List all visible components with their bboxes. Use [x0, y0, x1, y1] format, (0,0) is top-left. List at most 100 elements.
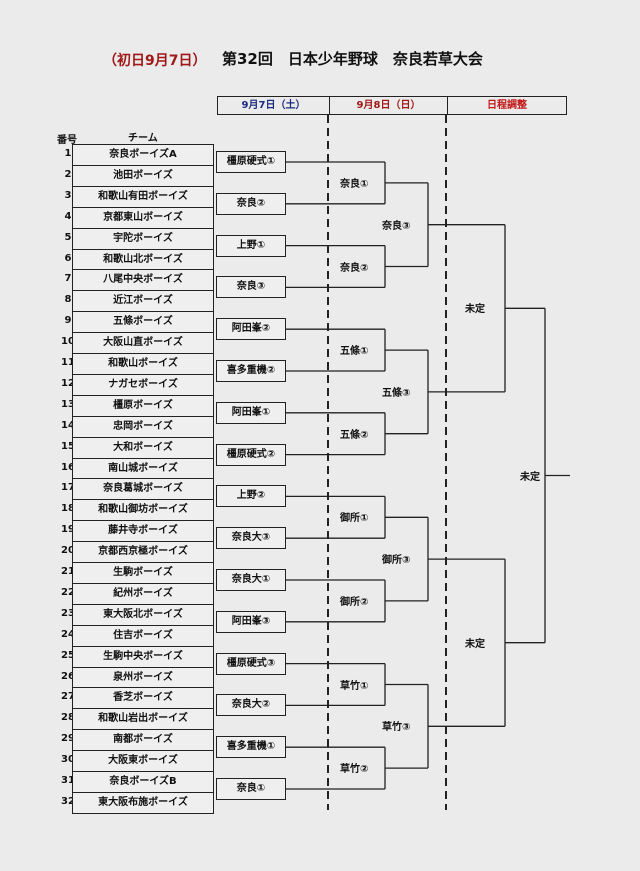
team-number: 17 — [61, 482, 75, 494]
round1-venue: 奈良大② — [216, 694, 286, 717]
round1-venue: 奈良大① — [216, 569, 286, 591]
team-name: 東大阪北ボーイズ — [72, 603, 214, 626]
round2-venue: 奈良② — [340, 262, 369, 274]
team-name: 和歌山岩出ボーイズ — [72, 708, 214, 731]
round1-venue: 上野② — [216, 485, 286, 508]
team-name: 生駒ボーイズ — [72, 562, 214, 584]
team-number: 10 — [61, 336, 75, 348]
team-number: 27 — [61, 691, 75, 703]
team-name: 泉州ボーイズ — [72, 666, 214, 689]
header-adjust: 日程調整 — [487, 100, 527, 111]
team-number: 1 — [64, 148, 72, 159]
team-number: 28 — [61, 712, 75, 724]
round4-venue: 未定 — [465, 638, 485, 650]
team-number: 29 — [61, 733, 75, 745]
team-number: 7 — [64, 273, 72, 285]
round1-venue: 上野① — [216, 234, 286, 257]
number-column-header: 番号 — [57, 135, 77, 146]
team-number: 25 — [61, 649, 75, 661]
team-number: 15 — [61, 440, 75, 452]
round1-venue: 奈良③ — [216, 276, 286, 299]
team-name: 近江ボーイズ — [72, 290, 214, 313]
page-title: 第32回 日本少年野球 奈良若草大会 — [222, 50, 483, 68]
team-name: 和歌山有田ボーイズ — [72, 185, 214, 208]
team-number: 5 — [64, 231, 72, 243]
round1-venue: 喜多重機② — [216, 360, 286, 382]
team-number: 11 — [61, 357, 75, 368]
round1-venue: 奈良① — [216, 778, 286, 800]
team-number: 16 — [61, 461, 75, 473]
first-day-label: （初日9月7日） — [103, 53, 207, 69]
team-number: 2 — [64, 168, 72, 180]
team-name: 大阪山直ボーイズ — [72, 332, 214, 355]
team-number: 22 — [61, 586, 75, 598]
round3-venue: 五條③ — [382, 387, 411, 399]
team-number: 12 — [61, 377, 75, 389]
team-number: 30 — [61, 754, 75, 766]
round2-venue: 御所① — [340, 513, 369, 525]
schedule-header: 9月7日（土） 9月8日（日） 日程調整 — [217, 96, 567, 115]
round4-venue: 未定 — [465, 304, 485, 316]
team-number: 21 — [61, 566, 75, 577]
team-number: 18 — [61, 503, 75, 515]
team-name: 京都東山ボーイズ — [72, 206, 214, 229]
team-number: 32 — [61, 795, 75, 807]
team-number: 4 — [64, 210, 72, 222]
team-name: 南山城ボーイズ — [72, 457, 214, 480]
team-number: 14 — [61, 419, 75, 431]
team-name: 藤井寺ボーイズ — [72, 520, 214, 543]
round3-venue: 草竹③ — [382, 722, 411, 734]
team-name: 忠岡ボーイズ — [72, 415, 214, 438]
team-number: 26 — [61, 670, 75, 682]
team-name: 香芝ボーイズ — [72, 687, 214, 710]
header-day2: 9月8日（日） — [330, 97, 448, 114]
team-number: 24 — [61, 628, 75, 640]
team-name: 橿原ボーイズ — [72, 394, 214, 417]
team-number: 13 — [61, 398, 75, 410]
team-name: 宇陀ボーイズ — [72, 227, 214, 250]
round1-venue: 橿原硬式② — [216, 443, 286, 466]
team-number: 23 — [61, 607, 75, 619]
round1-venue: 奈良② — [216, 192, 286, 215]
team-name: 五條ボーイズ — [72, 311, 214, 334]
team-name: 奈良葛城ボーイズ — [72, 478, 214, 501]
round2-venue: 五條② — [340, 429, 369, 441]
team-name: 生駒中央ボーイズ — [72, 645, 214, 668]
team-name: 和歌山御坊ボーイズ — [72, 499, 214, 522]
round1-venue: 奈良大③ — [216, 527, 286, 550]
round2-venue: 草竹① — [340, 680, 369, 692]
round1-venue: 橿原硬式① — [216, 151, 286, 173]
round2-venue: 草竹② — [340, 764, 369, 776]
round1-venue: 阿田峯① — [216, 401, 286, 424]
team-name: 南都ボーイズ — [72, 729, 214, 752]
round1-venue: 阿田峯② — [216, 318, 286, 341]
team-number: 31 — [61, 775, 75, 786]
team-name: 住吉ボーイズ — [72, 624, 214, 647]
final-venue: 未定 — [520, 471, 540, 483]
round3-venue: 奈良③ — [382, 220, 411, 232]
team-name: 奈良ボーイズA — [72, 144, 214, 166]
team-name: 京都西京極ボーイズ — [72, 541, 214, 564]
round2-venue: 御所② — [340, 596, 369, 608]
round1-venue: 橿原硬式③ — [216, 652, 286, 675]
round3-venue: 御所③ — [382, 555, 411, 567]
team-column-header: チーム — [128, 133, 158, 144]
team-name: 和歌山北ボーイズ — [72, 248, 214, 271]
team-number: 19 — [61, 524, 75, 536]
round1-venue: 喜多重機① — [216, 736, 286, 759]
round2-venue: 五條① — [340, 346, 369, 358]
team-number: 20 — [61, 545, 75, 557]
team-name: 八尾中央ボーイズ — [72, 269, 214, 292]
team-name: ナガセボーイズ — [72, 373, 214, 396]
team-name: 和歌山ボーイズ — [72, 353, 214, 375]
team-name: 東大阪布施ボーイズ — [72, 791, 214, 814]
team-name: 奈良ボーイズB — [72, 771, 214, 793]
team-number: 3 — [64, 189, 72, 201]
team-number: 9 — [64, 315, 72, 327]
team-name: 紀州ボーイズ — [72, 582, 214, 605]
round2-venue: 奈良① — [340, 178, 369, 190]
team-name: 大阪東ボーイズ — [72, 750, 214, 773]
team-number: 8 — [64, 294, 72, 306]
